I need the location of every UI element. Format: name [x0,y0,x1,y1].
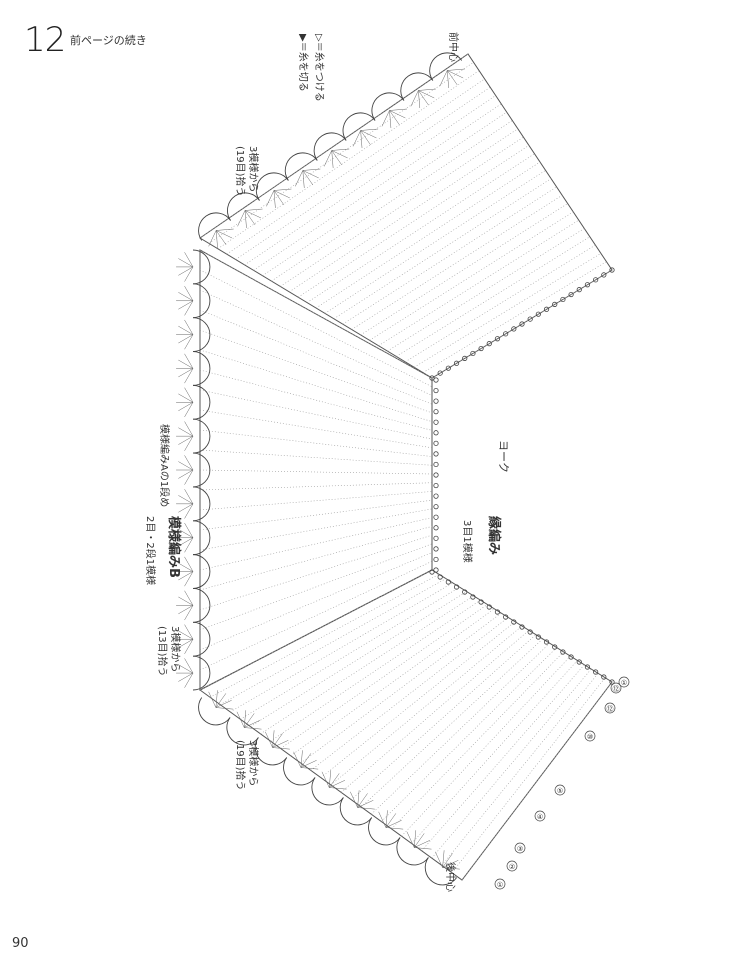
chart-labels: 前中心 後中心 3模様から (19目)拾う 3模様から (13目)拾う 3模様か… [144,32,510,892]
pick-top-label-2: (19目)拾う [234,146,247,197]
row-marker-circle [604,702,616,714]
stitch-rows [199,53,613,881]
row-marker-circle [534,810,546,822]
row-marker: ① [497,881,503,889]
row-marker: ③ [517,845,523,853]
pick-bot-label-2: (19目)拾う [234,740,247,791]
row-marker-circle [584,730,596,742]
chapter-number: 12 [24,20,66,60]
pick-mid-label-1: 3模様から [169,626,182,672]
row-marker: ⑫ [613,685,620,693]
row-marker-circle [618,676,630,688]
row-marker-circle [494,878,506,890]
row-marker-circle [514,842,526,854]
pick-mid-label-2: (13目)拾う [156,626,169,677]
row-marker: ④ [537,813,543,821]
legend-attach-yarn: ▷＝糸をつける [313,34,325,102]
pick-bot-label-1: 3模様から [247,740,260,786]
pick-top-label-1: 3模様から [247,146,260,192]
picot-edging [429,267,615,685]
row-marker: ⑩ [587,733,593,741]
row-marker-circle [506,860,518,872]
row-marker: ② [509,863,515,871]
pattern-b-subtitle: 2目・2段1模様 [144,516,157,585]
edging-title: 縁編み [486,516,502,555]
pattern-a-row1-label: 模様編みAの1段め [158,424,171,507]
edging-subtitle: 3目1模様 [461,520,474,563]
legend: ▷＝糸をつける ▶＝糸を切る [297,34,325,102]
row-marker: ⑫ [607,705,614,713]
row-marker-circle [610,682,622,694]
continued-note: 前ページの続き [70,34,147,47]
yoke-label: ヨーク [497,440,510,473]
front-center-label: 前中心 [447,32,460,62]
legend-cut-yarn: ▶＝糸を切る [297,34,309,92]
back-center-label: 後中心 [444,862,457,892]
middle-section-outline [199,249,433,691]
lower-section-outline [199,569,613,881]
row-marker-circle [554,784,566,796]
scallop-edging [176,52,465,886]
pattern-b-title: 模様編みB [166,516,182,578]
row-marker: ⑤ [557,787,563,795]
upper-section-outline [199,53,613,379]
row-marker: ① [621,679,627,687]
page-number: 90 [12,936,29,951]
